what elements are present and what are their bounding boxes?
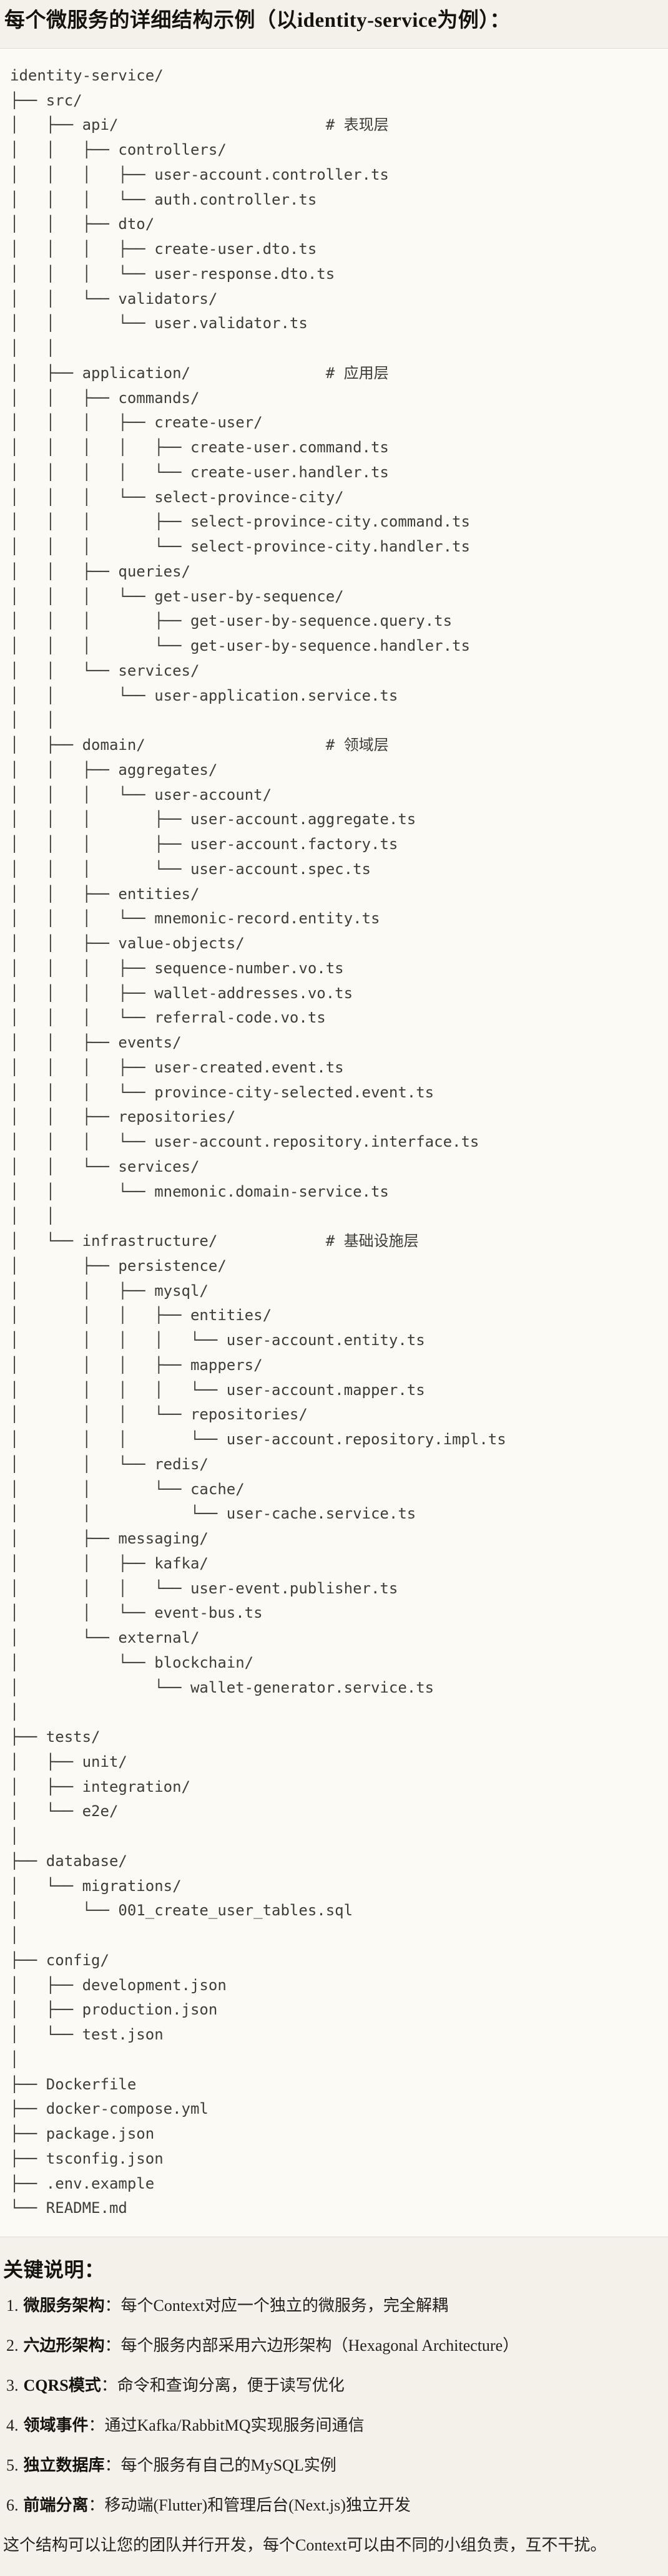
note-term: 领域事件 [23, 2416, 89, 2435]
note-text: ：每个Context对应一个独立的微服务，完全解耦 [104, 2297, 448, 2315]
note-item: 1.微服务架构：每个Context对应一个独立的微服务，完全解耦 [6, 2293, 668, 2318]
note-term: 独立数据库 [23, 2456, 105, 2475]
notes-heading: 关键说明： [3, 2258, 105, 2282]
code-block: identity-service/ ├── src/ │ ├── api/ # … [0, 47, 668, 2238]
note-number: 4. [6, 2416, 19, 2435]
note-text: ：移动端(Flutter)和管理后台(Next.js)独立开发 [88, 2496, 411, 2515]
note-item: 4.领域事件：通过Kafka/RabbitMQ实现服务间通信 [6, 2413, 668, 2437]
note-term: CQRS模式 [23, 2376, 101, 2395]
note-text: ：每个服务有自己的MySQL实例 [104, 2456, 336, 2475]
notes-list: 1.微服务架构：每个Context对应一个独立的微服务，完全解耦 2.六边形架构… [6, 2293, 668, 2517]
note-number: 1. [6, 2297, 19, 2315]
note-text: ：命令和查询分离，便于读写优化 [101, 2376, 345, 2395]
note-number: 5. [6, 2456, 19, 2475]
note-item: 5.独立数据库：每个服务有自己的MySQL实例 [6, 2453, 668, 2477]
file-tree: identity-service/ ├── src/ │ ├── api/ # … [10, 66, 506, 2217]
note-item: 2.六边形架构：每个服务内部采用六边形架构（Hexagonal Architec… [6, 2333, 668, 2358]
notes-footer: 这个结构可以让您的团队并行开发，每个Context可以由不同的小组负责，互不干扰… [3, 2536, 607, 2555]
note-number: 2. [6, 2336, 19, 2355]
note-term: 微服务架构 [23, 2297, 105, 2315]
note-item: 6.前端分离：移动端(Flutter)和管理后台(Next.js)独立开发 [6, 2493, 668, 2517]
note-text: ：通过Kafka/RabbitMQ实现服务间通信 [88, 2416, 365, 2435]
note-term: 前端分离 [23, 2496, 89, 2515]
note-number: 6. [6, 2496, 19, 2515]
note-number: 3. [6, 2376, 19, 2395]
note-item: 3.CQRS模式：命令和查询分离，便于读写优化 [6, 2373, 668, 2398]
page-title: 每个微服务的详细结构示例（以identity-service为例）： [4, 9, 511, 32]
note-term: 六边形架构 [23, 2336, 105, 2355]
note-text: ：每个服务内部采用六边形架构（Hexagonal Architecture） [104, 2336, 519, 2355]
